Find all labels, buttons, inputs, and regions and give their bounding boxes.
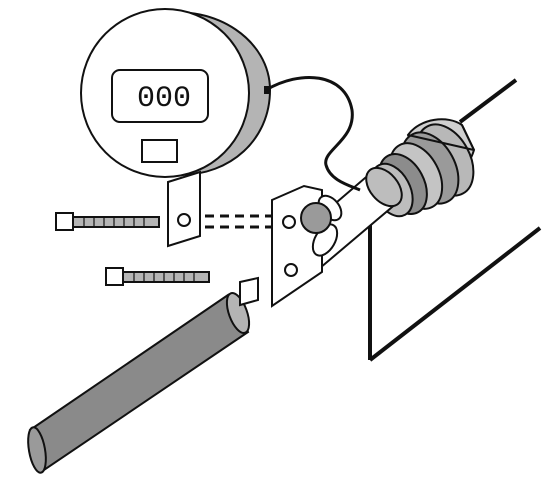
cable-port: [264, 86, 269, 94]
display-digit: 0: [137, 82, 155, 116]
meter-cable: [265, 75, 361, 192]
rod-end-plate: [239, 276, 259, 307]
dipole-frame: [368, 78, 542, 362]
lcd-display: [111, 69, 209, 123]
alignment-lines: [205, 214, 272, 229]
screw: [105, 267, 210, 286]
meter-button: [141, 139, 178, 163]
optic-sensor: [300, 194, 343, 257]
digital-meter: 0 0 0: [80, 8, 272, 178]
display-digit: 0: [173, 82, 191, 116]
display-digit: 0: [155, 82, 173, 116]
mounting-bracket: [167, 170, 201, 248]
connecting-rod: [27, 292, 251, 474]
screw: [55, 212, 160, 231]
